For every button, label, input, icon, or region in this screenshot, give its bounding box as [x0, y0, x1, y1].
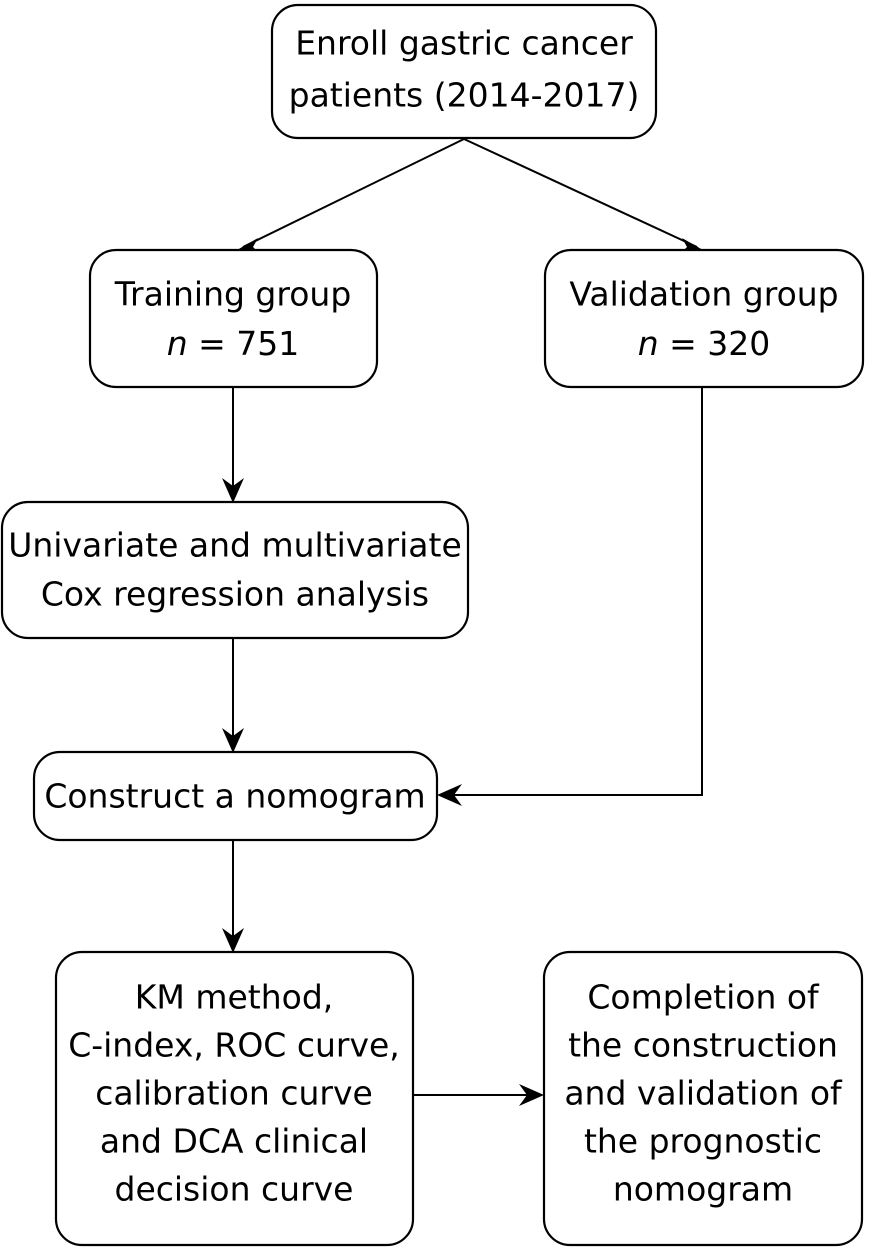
node-construct-nomogram-box[interactable] — [32, 750, 439, 842]
node-evaluation-methods-line-4: and DCA clinical — [100, 1122, 368, 1161]
node-training-group-count: n = 751 — [167, 324, 300, 363]
node-training-group-n-value: = 751 — [188, 324, 300, 363]
node-completion-box[interactable] — [542, 950, 864, 1247]
node-training-group-label: Training group — [114, 275, 352, 314]
node-validation-group-label: Validation group — [569, 275, 838, 314]
node-completion-line-2: the construction — [568, 1026, 838, 1065]
node-completion-line-3: and validation of — [564, 1074, 843, 1113]
node-training-group-box[interactable] — [88, 248, 379, 389]
node-validation-group-n-symbol: n — [638, 324, 659, 363]
node-completion[interactable]: Completion of the construction and valid… — [542, 950, 864, 1247]
node-evaluation-methods-line-1: KM method, — [135, 978, 334, 1017]
node-construct-nomogram[interactable]: Construct a nomogram — [32, 750, 439, 842]
edge-enroll-to-training — [237, 138, 465, 253]
node-evaluation-methods-line-5: decision curve — [115, 1170, 354, 1209]
node-completion-line-1: Completion of — [587, 978, 820, 1017]
edge-enroll-to-validation — [463, 138, 703, 253]
node-training-group[interactable]: Training group n = 751 — [88, 248, 379, 389]
edge-validation-to-nomogram — [437, 387, 703, 806]
node-enroll-patients-box[interactable] — [270, 3, 658, 140]
node-construct-nomogram-label: Construct a nomogram — [44, 777, 425, 816]
node-enroll-patients[interactable]: Enroll gastric cancer patients (2014-201… — [270, 3, 658, 140]
node-validation-group-box[interactable] — [543, 248, 865, 389]
node-cox-regression-line-1: Univariate and multivariate — [8, 526, 462, 565]
node-validation-group-n-value: = 320 — [659, 324, 771, 363]
node-evaluation-methods-line-3: calibration curve — [95, 1074, 373, 1113]
node-completion-line-4: the prognostic — [584, 1122, 822, 1161]
edge-cox-to-nomogram — [222, 638, 244, 753]
node-enroll-patients-line-2: patients (2014-2017) — [289, 76, 640, 115]
node-evaluation-methods-box[interactable] — [54, 950, 415, 1247]
node-enroll-patients-line-1: Enroll gastric cancer — [295, 24, 633, 63]
node-evaluation-methods-line-2: C-index, ROC curve, — [68, 1026, 400, 1065]
node-evaluation-methods[interactable]: KM method, C-index, ROC curve, calibrati… — [54, 950, 415, 1247]
node-cox-regression-line-2: Cox regression analysis — [41, 575, 429, 614]
edge-training-to-cox — [222, 387, 244, 503]
node-validation-group-count: n = 320 — [638, 324, 771, 363]
edge-evaluation-to-completion — [413, 1084, 544, 1106]
edge-nomogram-to-evaluation — [222, 840, 244, 953]
node-validation-group[interactable]: Validation group n = 320 — [543, 248, 865, 389]
node-cox-regression-box[interactable] — [0, 500, 470, 640]
node-training-group-n-symbol: n — [167, 324, 188, 363]
node-cox-regression[interactable]: Univariate and multivariate Cox regressi… — [0, 500, 470, 640]
node-completion-line-5: nomogram — [613, 1170, 793, 1209]
